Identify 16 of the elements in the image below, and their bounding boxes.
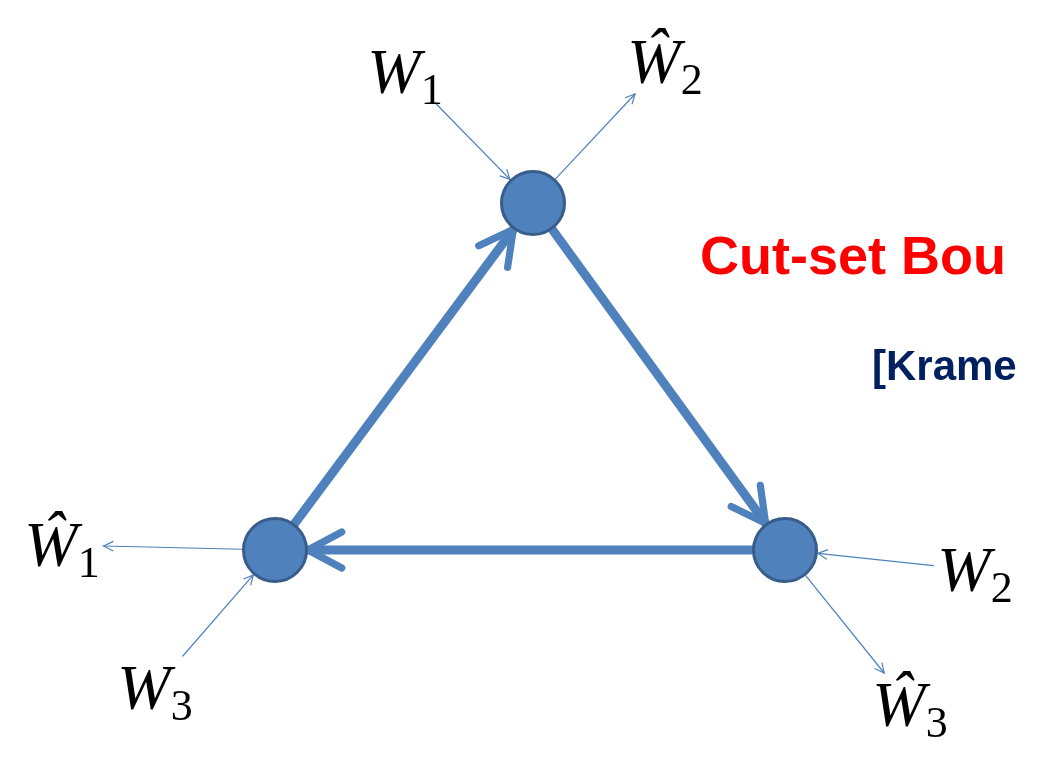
variable-label: W$_{1}$	[363, 40, 447, 104]
variable-label: Ŵ$_{3}$	[868, 673, 952, 737]
variable-label: W$_{3}$	[113, 656, 197, 720]
variable-label: Ŵ$_{2}$	[623, 30, 707, 94]
arrow	[805, 575, 885, 674]
arrow	[817, 549, 934, 567]
thick-arrow	[547, 225, 771, 528]
heading-text: Cut-set Bou	[700, 228, 1006, 282]
arrow	[554, 93, 636, 180]
arrow	[182, 574, 254, 657]
citation-text: [Krame	[872, 345, 1017, 387]
arrow	[103, 540, 243, 552]
variable-label: W$_{2}$	[933, 538, 1017, 602]
thick-arrow	[290, 225, 518, 528]
variable-label: Ŵ$_{1}$	[20, 513, 104, 577]
arrow	[435, 103, 511, 180]
